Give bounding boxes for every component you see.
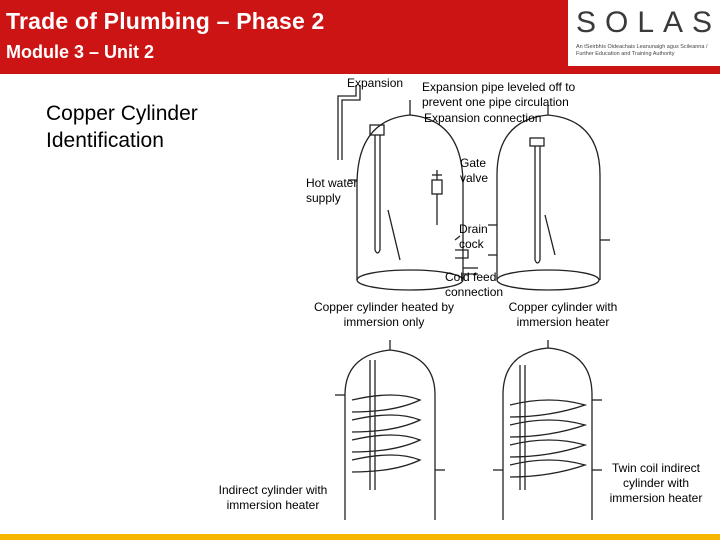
caption-with-heater-line2: immersion heater: [516, 315, 610, 329]
label-drain-cock: Drain cock: [459, 222, 488, 252]
caption-twin-line2: cylinder with: [622, 476, 690, 490]
label-gate-valve: Gate valve: [460, 156, 488, 186]
page-title-line1: Copper Cylinder: [46, 102, 198, 125]
caption-immersion-only-line1: Copper cylinder heated by: [313, 300, 455, 314]
logo-wordmark: SOLAS: [576, 6, 720, 39]
label-hot-water-line1: Hot water: [306, 176, 358, 190]
label-drain-line1: Drain: [459, 222, 488, 236]
caption-twin-coil: Twin coil indirect cylinder with immersi…: [598, 461, 714, 506]
cylinder-twin-coil: [493, 340, 602, 520]
cylinder-indirect: [335, 340, 445, 520]
label-gate-line1: Gate: [460, 156, 487, 170]
label-expansion-pipe-line2: prevent one pipe circulation: [422, 95, 569, 109]
bottom-band: [0, 534, 720, 540]
caption-immersion-only-line2: immersion only: [343, 315, 425, 329]
label-expansion: Expansion: [347, 76, 404, 90]
caption-indirect: Indirect cylinder with immersion heater: [205, 483, 341, 513]
label-cold-feed: Cold feed connection: [445, 270, 503, 300]
label-drain-line2: cock: [459, 237, 484, 251]
caption-with-heater-line1: Copper cylinder with: [508, 300, 618, 314]
page-title: Copper Cylinder Identification: [46, 100, 286, 154]
caption-with-heater: Copper cylinder with immersion heater: [494, 300, 632, 330]
caption-twin-line1: Twin coil indirect: [611, 461, 701, 475]
header-title: Trade of Plumbing – Phase 2: [6, 8, 325, 34]
header-subtitle: Module 3 – Unit 2: [6, 42, 155, 62]
header-bar: Trade of Plumbing – Phase 2 Module 3 – U…: [0, 0, 568, 66]
page-title-line2: Identification: [46, 129, 164, 152]
label-hot-water-line2: supply: [306, 191, 341, 205]
label-expansion-pipe-line1: Expansion pipe leveled off to: [422, 80, 576, 94]
logo-tagline: An tSeirbhís Oideachais Leanunaigh agus …: [576, 44, 708, 57]
caption-indirect-line2: immersion heater: [226, 498, 320, 512]
label-hot-water-supply: Hot water supply: [306, 176, 357, 206]
solas-logo: SOLAS An tSeirbhís Oideachais Leanunaigh…: [568, 0, 720, 66]
caption-immersion-only: Copper cylinder heated by immersion only: [300, 300, 468, 330]
caption-twin-line3: immersion heater: [609, 491, 703, 505]
cylinder-with-immersion-heater: [488, 105, 610, 291]
header-strip: [0, 66, 720, 74]
label-cold-line1: Cold feed: [445, 270, 497, 284]
label-expansion-pipe: Expansion pipe leveled off to prevent on…: [422, 80, 575, 110]
label-cold-line2: connection: [445, 285, 504, 299]
label-gate-line2: valve: [460, 171, 489, 185]
caption-indirect-line1: Indirect cylinder with: [218, 483, 328, 497]
label-expansion-connection: Expansion connection: [424, 111, 542, 125]
cylinder-immersion-only: [337, 85, 478, 291]
